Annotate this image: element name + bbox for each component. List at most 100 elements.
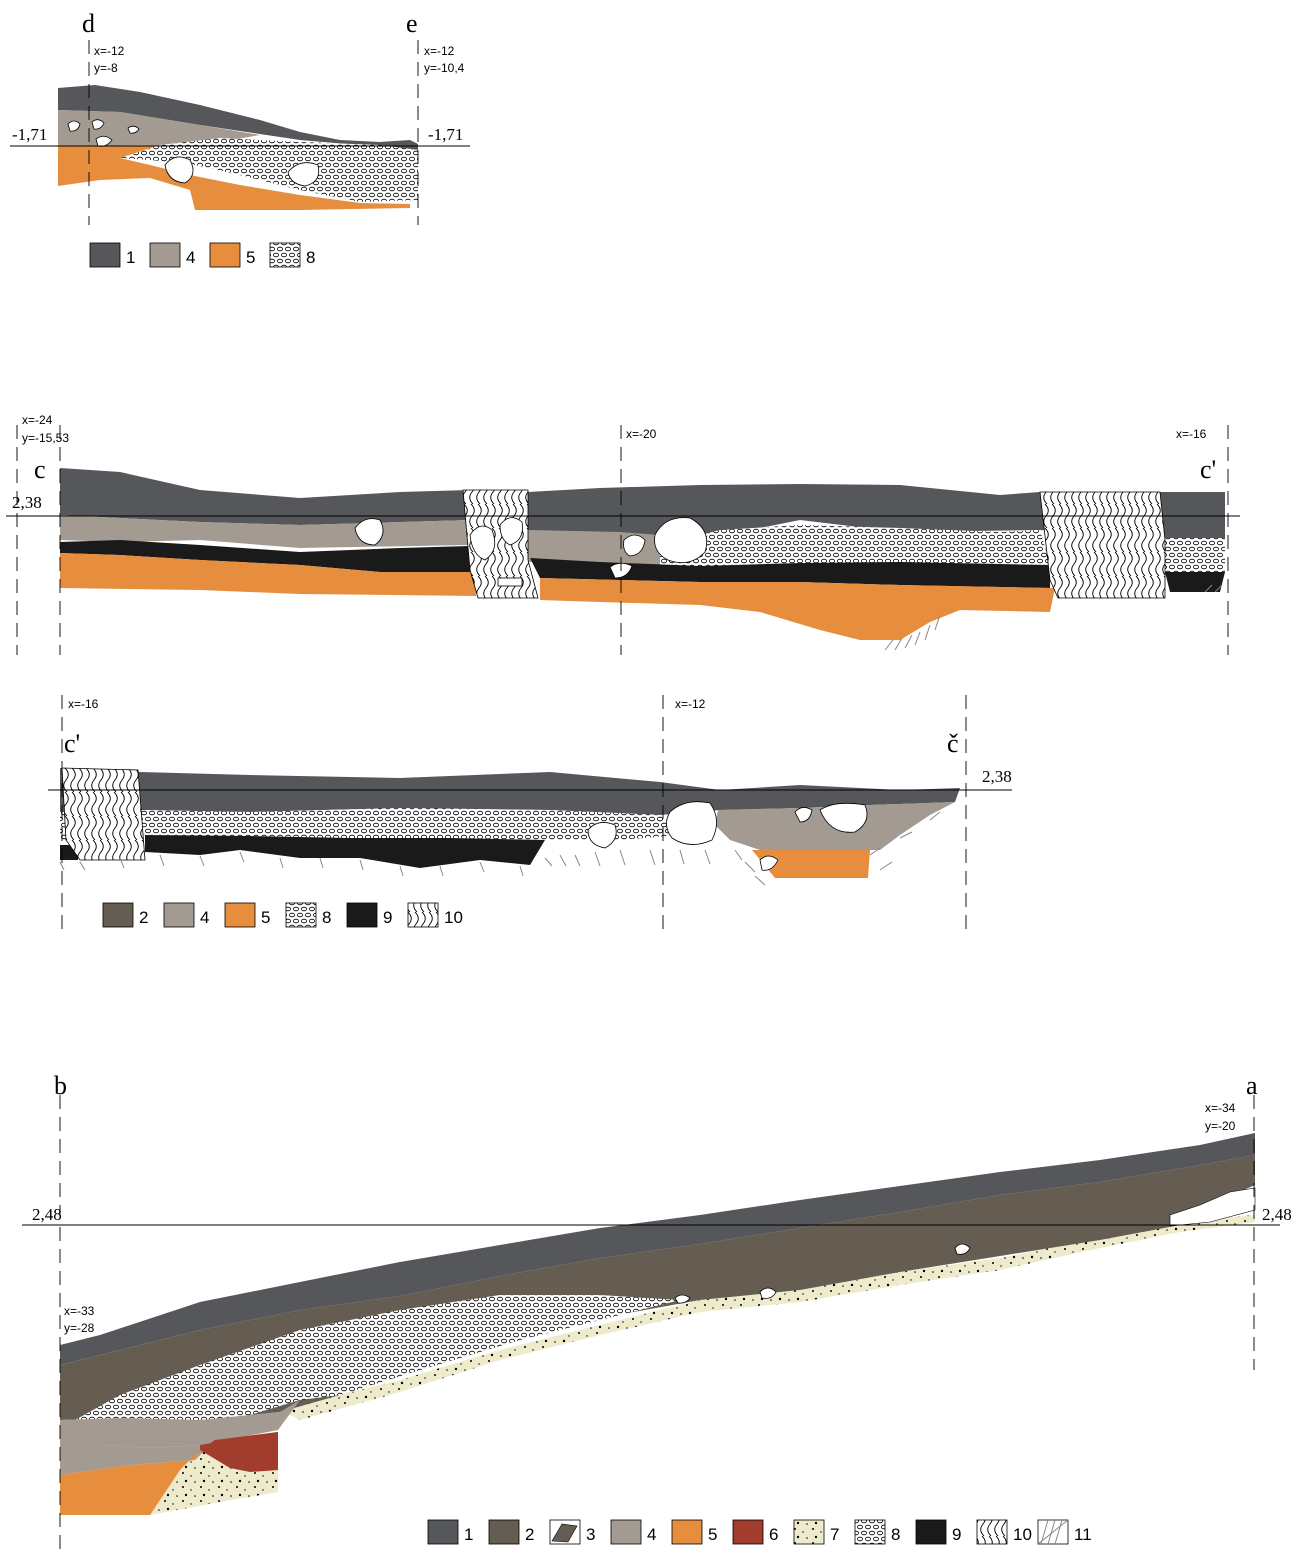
layer-5: [752, 850, 870, 878]
legend-label: 7: [830, 1525, 839, 1544]
profile-letter-b: b: [54, 1071, 67, 1100]
stone: [666, 801, 717, 845]
layer-5: [540, 578, 1055, 640]
section-de-layers: [58, 85, 418, 210]
profile-letter-a: a: [1246, 1071, 1258, 1100]
stone: [164, 156, 194, 184]
layer-10: [61, 767, 146, 861]
legend-swatch: [209, 242, 241, 268]
layer-1: [58, 85, 418, 150]
layer-4: [60, 1440, 215, 1475]
legend-label: 5: [708, 1525, 717, 1544]
stone: [759, 855, 779, 871]
profile-letter-c-prime: c': [64, 729, 80, 758]
legend-label: 4: [186, 248, 195, 267]
elevation-label: 2,48: [1262, 1205, 1292, 1224]
stone: [354, 518, 384, 546]
layer-9: [145, 835, 545, 868]
legend-label: 5: [246, 248, 255, 267]
legend-swatch: [732, 1519, 764, 1545]
legend-label: 8: [306, 248, 315, 267]
coord-label: x=-12: [94, 44, 125, 58]
layer-9: [60, 540, 475, 572]
legend-label: 4: [200, 908, 209, 927]
layer-8: [660, 525, 1050, 566]
stone: [287, 162, 320, 187]
layer-5: [60, 553, 476, 596]
coord-label: x=-12: [675, 697, 706, 711]
stone: [67, 120, 81, 132]
elevation-label: 2,48: [32, 1205, 62, 1224]
layer-9: [530, 558, 1050, 588]
coord-label: x=-20: [626, 427, 657, 441]
base-hatching: [544, 811, 941, 886]
stone: [127, 125, 140, 134]
elevation-label: 2,38: [982, 767, 1012, 786]
legend-label: 9: [383, 908, 392, 927]
coord-label: x=-33: [64, 1304, 95, 1318]
stone: [469, 525, 496, 561]
profile-letter-c: c: [34, 455, 46, 484]
legend-swatch: [915, 1519, 947, 1545]
stone: [674, 1294, 691, 1304]
stone: [91, 119, 105, 130]
elevation-label: -1,71: [428, 125, 463, 144]
legend-label: 11: [1074, 1525, 1092, 1544]
legend-swatch: [89, 242, 121, 268]
legend-label: 8: [322, 908, 331, 927]
legend-label: 10: [1013, 1525, 1032, 1544]
coord-label: y=-20: [1205, 1119, 1236, 1133]
layer-8: [75, 1295, 680, 1428]
layer-8: [120, 138, 418, 202]
stone: [954, 1243, 971, 1255]
legend-swatch: [285, 902, 317, 928]
layer-10: [1039, 491, 1166, 599]
legend-swatch: [488, 1519, 520, 1545]
legend-label: 6: [769, 1525, 778, 1544]
legend-label: 1: [464, 1525, 473, 1544]
layer-8: [1165, 538, 1225, 572]
coord-label: y=-8: [94, 61, 118, 75]
profile-letter-d: d: [82, 9, 95, 38]
legend-label: 5: [261, 908, 270, 927]
legend-swatch: [224, 902, 256, 928]
layer-5: [60, 1450, 200, 1515]
legend-swatch-fill: [551, 1523, 578, 1543]
legend-label: 9: [952, 1525, 961, 1544]
layer-5: [58, 145, 410, 210]
base-hatching: [884, 584, 1223, 651]
elevation-label: 2,38: [12, 493, 42, 512]
legend-label: 10: [444, 908, 463, 927]
coord-label: x=-12: [424, 44, 455, 58]
legend-swatch: [102, 902, 134, 928]
profile-letter-c-caron: č: [947, 729, 959, 758]
legend-swatch: [163, 902, 195, 928]
layer-1: [60, 1133, 1255, 1365]
elevation-label: -1,71: [12, 125, 47, 144]
legend-swatch: [854, 1519, 886, 1545]
stone: [623, 534, 646, 557]
legend-label: 3: [586, 1525, 595, 1544]
legend-label: 2: [525, 1525, 534, 1544]
layer-9: [1165, 572, 1225, 592]
legend-swatch: [671, 1519, 703, 1545]
legend-swatch: [269, 242, 301, 268]
layer-1: [60, 768, 960, 815]
coord-label: x=-24: [22, 413, 53, 427]
layer-6: [200, 1432, 278, 1472]
stone: [499, 517, 523, 546]
stone: [794, 807, 813, 823]
stone: [587, 822, 617, 849]
stone: [654, 517, 708, 564]
section-cc: x=-24 y=-15,53 x=-20 x=-16 c c' 2,38: [6, 413, 1240, 655]
coord-label: y=-10,4: [424, 61, 465, 75]
coord-label: x=-16: [68, 697, 99, 711]
coord-label: x=-16: [1176, 427, 1207, 441]
stone: [497, 577, 523, 587]
section-de: d e x=-12 y=-8 x=-12 y=-10,4 -1,71 -1,71…: [10, 9, 470, 268]
